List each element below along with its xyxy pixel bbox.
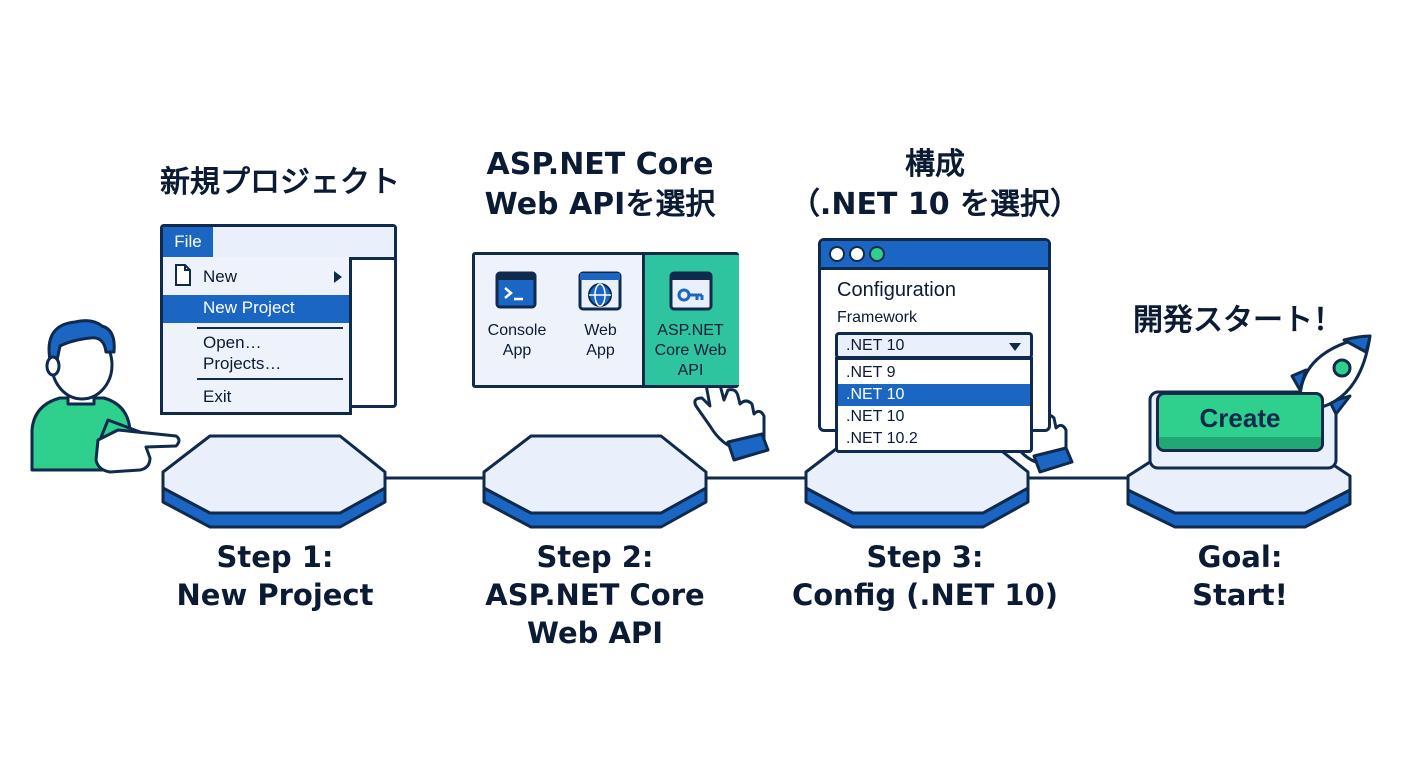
template-label: App (502, 342, 532, 359)
step-1-title: 新規プロジェクト (100, 163, 460, 203)
step-1-title-line: 新規プロジェクト (160, 165, 400, 200)
menu-item-new-project-label: New Project (203, 298, 295, 317)
step-2-label-line: Web API (527, 616, 663, 650)
framework-option[interactable]: .NET 9 (846, 364, 896, 381)
framework-select-value: .NET 10 (846, 337, 905, 354)
framework-option-selected[interactable]: .NET 10 (838, 384, 1030, 406)
create-button-shadow (1159, 437, 1321, 449)
menu-separator (197, 378, 343, 380)
file-menu-tab[interactable]: File (163, 227, 213, 257)
menu-item-exit[interactable]: Exit (203, 387, 232, 406)
create-button-label: Create (1199, 403, 1281, 433)
framework-label: Framework (837, 309, 918, 326)
config-heading: Configuration (837, 279, 956, 301)
step-2-title-line-1: ASP.NET Core (486, 147, 714, 182)
document-icon (175, 264, 191, 286)
template-label: ASP.NET (657, 322, 724, 339)
template-web-app[interactable]: Web App (559, 255, 642, 385)
step-2-label-line: Step 2: (536, 540, 654, 574)
framework-select[interactable]: .NET 10 (835, 332, 1033, 359)
file-dropdown-menu: New New Project Open… Projects… Exit (160, 257, 352, 415)
step-3-title: 構成 （.NET 10 を選択） (780, 145, 1090, 225)
step-2-label-line: ASP.NET Core (485, 578, 705, 612)
template-label: Web (584, 322, 617, 339)
step-2-title-line-2: Web APIを選択 (484, 187, 716, 222)
menu-item-new[interactable]: New (203, 267, 238, 286)
step-3-title-line-1: 構成 (905, 147, 965, 182)
framework-option[interactable]: .NET 10.2 (846, 430, 918, 447)
chevron-down-icon (1009, 343, 1021, 351)
template-label: App (586, 342, 615, 359)
goal-label-line: Start! (1192, 578, 1288, 612)
rocket-icon (1278, 334, 1372, 425)
step-1-label-line: Step 1: (216, 540, 334, 574)
step-2-title: ASP.NET Core Web APIを選択 (440, 145, 760, 225)
step-3-label-line: Step 3: (866, 540, 984, 574)
window-control-icon[interactable] (869, 246, 885, 262)
pointing-hand-icon (94, 428, 181, 474)
pedestal-step-3 (804, 434, 1030, 529)
template-label: Core Web (654, 342, 727, 359)
step-3-title-line-2: （.NET 10 を選択） (789, 187, 1081, 222)
chevron-right-icon (334, 271, 342, 283)
menu-separator (197, 327, 343, 329)
menu-item-open[interactable]: Open… (203, 333, 262, 352)
template-asp-net-core-web-api-content: ASP.NET Core Web API (645, 255, 736, 385)
api-key-icon (669, 271, 713, 311)
step-3-label: Step 3: Config (.NET 10) (770, 538, 1080, 614)
template-label: API (677, 362, 704, 379)
menu-item-new-project[interactable]: New Project (163, 295, 349, 323)
pedestal-step-2 (482, 434, 708, 529)
create-button[interactable]: Create (1156, 392, 1324, 452)
goal-title-line: 開発スタート！ (1133, 303, 1343, 338)
person-icon (30, 319, 142, 472)
menu-item-projects[interactable]: Projects… (203, 354, 282, 373)
terminal-icon (495, 271, 537, 309)
goal-label: Goal: Start! (1130, 538, 1350, 614)
template-chooser: Console App Web App ASP.NET Core Web API (472, 252, 739, 388)
framework-option[interactable]: .NET 10 (846, 408, 905, 425)
template-console-app[interactable]: Console App (475, 255, 559, 385)
globe-icon (578, 271, 622, 311)
window-control-icon[interactable] (829, 246, 845, 262)
step-2-label: Step 2: ASP.NET Core Web API (450, 538, 740, 652)
window-control-icon[interactable] (849, 246, 865, 262)
step-3-label-line: Config (.NET 10) (791, 578, 1059, 612)
framework-options-list: .NET 9 .NET 10 .NET 10 .NET 10.2 (835, 357, 1033, 453)
step-1-label-line: New Project (176, 578, 374, 612)
hand-cursor-icon (693, 366, 770, 462)
step-1-label: Step 1: New Project (130, 538, 420, 614)
window-title-bar (821, 241, 1048, 270)
pedestal-step-1 (161, 434, 387, 529)
goal-title: 開発スタート！ (1118, 301, 1358, 341)
goal-label-line: Goal: (1197, 540, 1283, 574)
menu-bar: File (163, 227, 394, 260)
template-label: Console (487, 322, 547, 339)
